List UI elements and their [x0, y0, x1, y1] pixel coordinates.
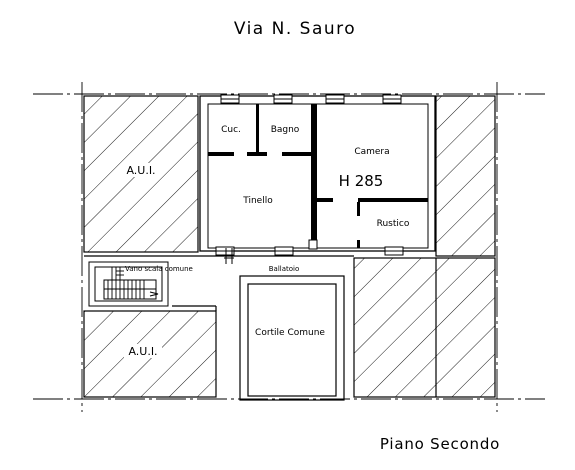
ceiling-height-label: H 285: [339, 172, 384, 190]
room-label-kitchen: Cuc.: [221, 125, 241, 135]
hatched-area-right-bottom: [353, 257, 496, 398]
room-label-bathroom: Bagno: [271, 125, 300, 135]
neighbor-label-top: A.U.I.: [126, 164, 155, 177]
windows-bottom: [215, 246, 404, 256]
stairwell-label: Vano scala comune: [125, 265, 193, 273]
balcony-label: Ballatoio: [269, 265, 300, 273]
apartment-inner-wall: [207, 103, 429, 249]
interior-walls: [208, 104, 428, 250]
street-name: Via N. Sauro: [234, 19, 356, 39]
room-label-living: Tinello: [242, 196, 273, 206]
courtyard: [239, 275, 345, 401]
neighbor-label-bottom: A.U.I.: [128, 345, 157, 358]
windows-top: [220, 94, 402, 104]
room-label-storage: Rustico: [377, 219, 410, 229]
courtyard-label: Cortile Comune: [255, 328, 325, 338]
room-label-bedroom: Camera: [354, 147, 389, 157]
apartment-outline: [199, 95, 436, 252]
floor-label: Piano Secondo: [380, 435, 500, 453]
hatched-area-right-top: [435, 95, 496, 257]
balcony: [84, 248, 354, 311]
staircase: [88, 261, 169, 307]
